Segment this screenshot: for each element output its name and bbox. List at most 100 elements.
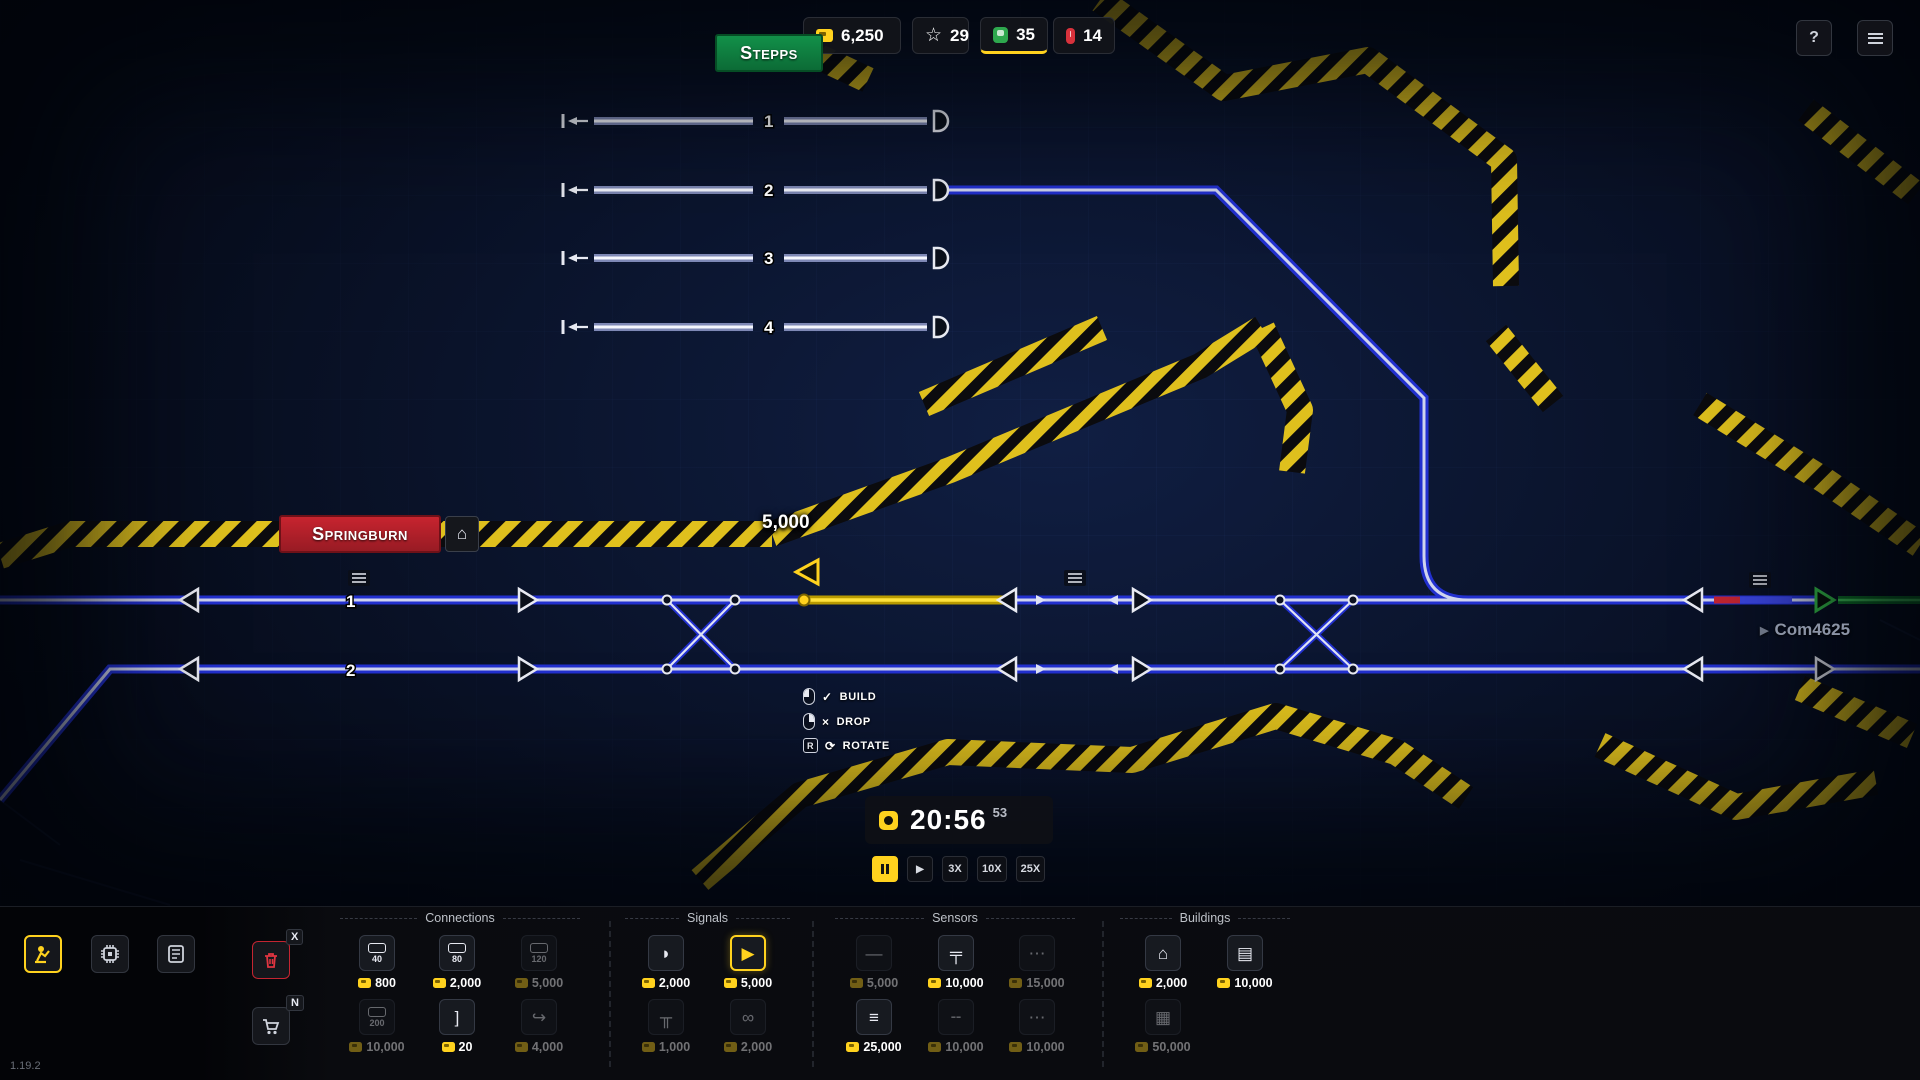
station-name: Stepps [740, 42, 798, 63]
systems-mode-button[interactable] [91, 935, 129, 973]
tool-switch[interactable]: ↪ 4,000 [507, 999, 571, 1054]
train-id: Com4625 [1774, 620, 1851, 639]
train-red-icon [1066, 27, 1076, 44]
build-price-label: 5,000 [762, 512, 810, 533]
junction-dots[interactable] [661, 593, 1359, 675]
play-icon: ▶ [916, 863, 924, 875]
signal-left-icon [177, 586, 200, 614]
trains-running-chip[interactable]: 35 [980, 17, 1048, 54]
tool-dots-sensor[interactable]: ⋯ 10,000 [1005, 999, 1069, 1054]
coin-icon [1009, 978, 1023, 988]
trains-waiting-chip[interactable]: 14 [1053, 17, 1115, 54]
play-button[interactable]: ▶ [907, 856, 933, 882]
chip-icon [101, 945, 119, 963]
tool-gantry-sensor[interactable]: ╤ 10,000 [924, 935, 988, 990]
platform-number: 1 [764, 112, 773, 131]
hint-build: ✓ BUILD [803, 688, 890, 705]
station-portal-button[interactable]: ⌂ [445, 516, 479, 552]
tool-list-sensor[interactable]: ≡ 25,000 [842, 999, 906, 1054]
coin-icon [1217, 978, 1231, 988]
tool-warehouse[interactable]: ▦ 50,000 [1131, 999, 1195, 1054]
tool-track-sensor[interactable]: — 5,000 [842, 935, 906, 990]
section-title-sensors: Sensors [835, 911, 1076, 925]
warehouse-icon: ▦ [1154, 1007, 1172, 1027]
signal-right-icon [517, 655, 540, 683]
shop-button[interactable] [252, 1007, 290, 1045]
tool-track-speed-80[interactable]: 80 2,000 [425, 935, 489, 990]
clock-icon [879, 810, 898, 830]
platform-number: 4 [764, 318, 774, 337]
tool-track-speed-120[interactable]: 120 5,000 [507, 935, 571, 990]
demolish-button[interactable] [252, 941, 290, 979]
speed-3x-button[interactable]: 3X [942, 856, 968, 882]
schedule-list-button[interactable] [1857, 20, 1893, 56]
trains-running-value: 35 [1016, 24, 1035, 44]
mouse-right-icon [803, 713, 815, 730]
station-name: Springburn [312, 523, 408, 544]
track-sensor-icon: — [865, 943, 883, 963]
build-mode-button[interactable] [24, 935, 62, 973]
house-icon: ⌂ [456, 524, 468, 543]
built-tracks[interactable] [0, 117, 1920, 803]
platform-tick-chips [348, 570, 1771, 588]
contracts-mode-button[interactable] [157, 935, 195, 973]
coin-icon [641, 978, 655, 988]
main-line-signals[interactable] [177, 557, 1837, 683]
ghost-junction-dot [797, 593, 811, 607]
hint-drop: × DROP [803, 713, 890, 730]
speed-25x-button[interactable]: 25X [1015, 856, 1046, 882]
main-track-number: 1 [346, 592, 355, 611]
signal-left-icon [995, 655, 1018, 683]
track-80-icon [448, 942, 466, 953]
star-icon: ☆ [925, 25, 943, 46]
tool-auto-signal[interactable]: ▶ 5,000 [716, 935, 780, 990]
platform-end-signals[interactable] [932, 109, 950, 339]
toolbar-separator [1102, 921, 1104, 1067]
dots-sensor-icon: ⋯ [1028, 1007, 1046, 1027]
speed-10x-button[interactable]: 10X [977, 856, 1007, 882]
stars-value: 29 [950, 25, 969, 45]
money-value: 6,250 [841, 25, 884, 45]
tool-track-speed-200[interactable]: 200 10,000 [345, 999, 409, 1054]
cross-icon: × [822, 714, 830, 729]
signal-right-icon [1131, 586, 1154, 614]
direction-arrows [1036, 595, 1118, 674]
tool-track-speed-40[interactable]: 40 800 [345, 935, 409, 990]
coin-icon [514, 978, 528, 988]
multi-sensor-icon: ⋯ [1028, 943, 1046, 963]
tool-multi-sensor[interactable]: ⋯ 15,000 [1005, 935, 1069, 990]
coin-icon [641, 1042, 655, 1052]
signal-left-icon [1681, 655, 1704, 683]
tool-dwarf-signal[interactable]: ╥ 1,000 [634, 999, 698, 1054]
speed-controls: ▶ 3X 10X 25X [872, 856, 1046, 882]
coin-icon [1138, 978, 1152, 988]
ghost-signal-icon [792, 557, 820, 587]
switch-icon: ↪ [531, 1007, 547, 1027]
train-route-label[interactable]: ▶ Com4625 [1760, 620, 1850, 640]
section-title-connections: Connections [340, 911, 580, 925]
shop-hotkey-badge: N [286, 995, 304, 1011]
check-icon: ✓ [822, 689, 833, 704]
tool-path-signal[interactable]: ◗ 2,000 [634, 935, 698, 990]
tool-depot[interactable]: ⌂ 2,000 [1131, 935, 1195, 990]
train-green-icon [993, 26, 1009, 43]
station-label-springburn[interactable]: Springburn [279, 515, 441, 553]
coin-icon [846, 1042, 860, 1052]
coin-icon [349, 1042, 363, 1052]
station-building-icon: ▤ [1236, 943, 1254, 963]
coin-icon [723, 978, 737, 988]
mouse-left-icon [803, 688, 815, 705]
clock-panel: 20:56 53 [865, 796, 1053, 844]
coin-icon [432, 978, 446, 988]
signal-left-icon [995, 586, 1018, 614]
tool-double-signal[interactable]: ∞ 2,000 [716, 999, 780, 1054]
tool-bumper[interactable]: ] 20 [425, 999, 489, 1054]
tool-station-building[interactable]: ▤ 10,000 [1213, 935, 1277, 990]
help-button[interactable]: ? [1796, 20, 1832, 56]
coin-icon [358, 978, 372, 988]
tool-dash-sensor[interactable]: ╌ 10,000 [924, 999, 988, 1054]
pause-button[interactable] [872, 856, 898, 882]
station-label-stepps[interactable]: Stepps [715, 34, 823, 72]
